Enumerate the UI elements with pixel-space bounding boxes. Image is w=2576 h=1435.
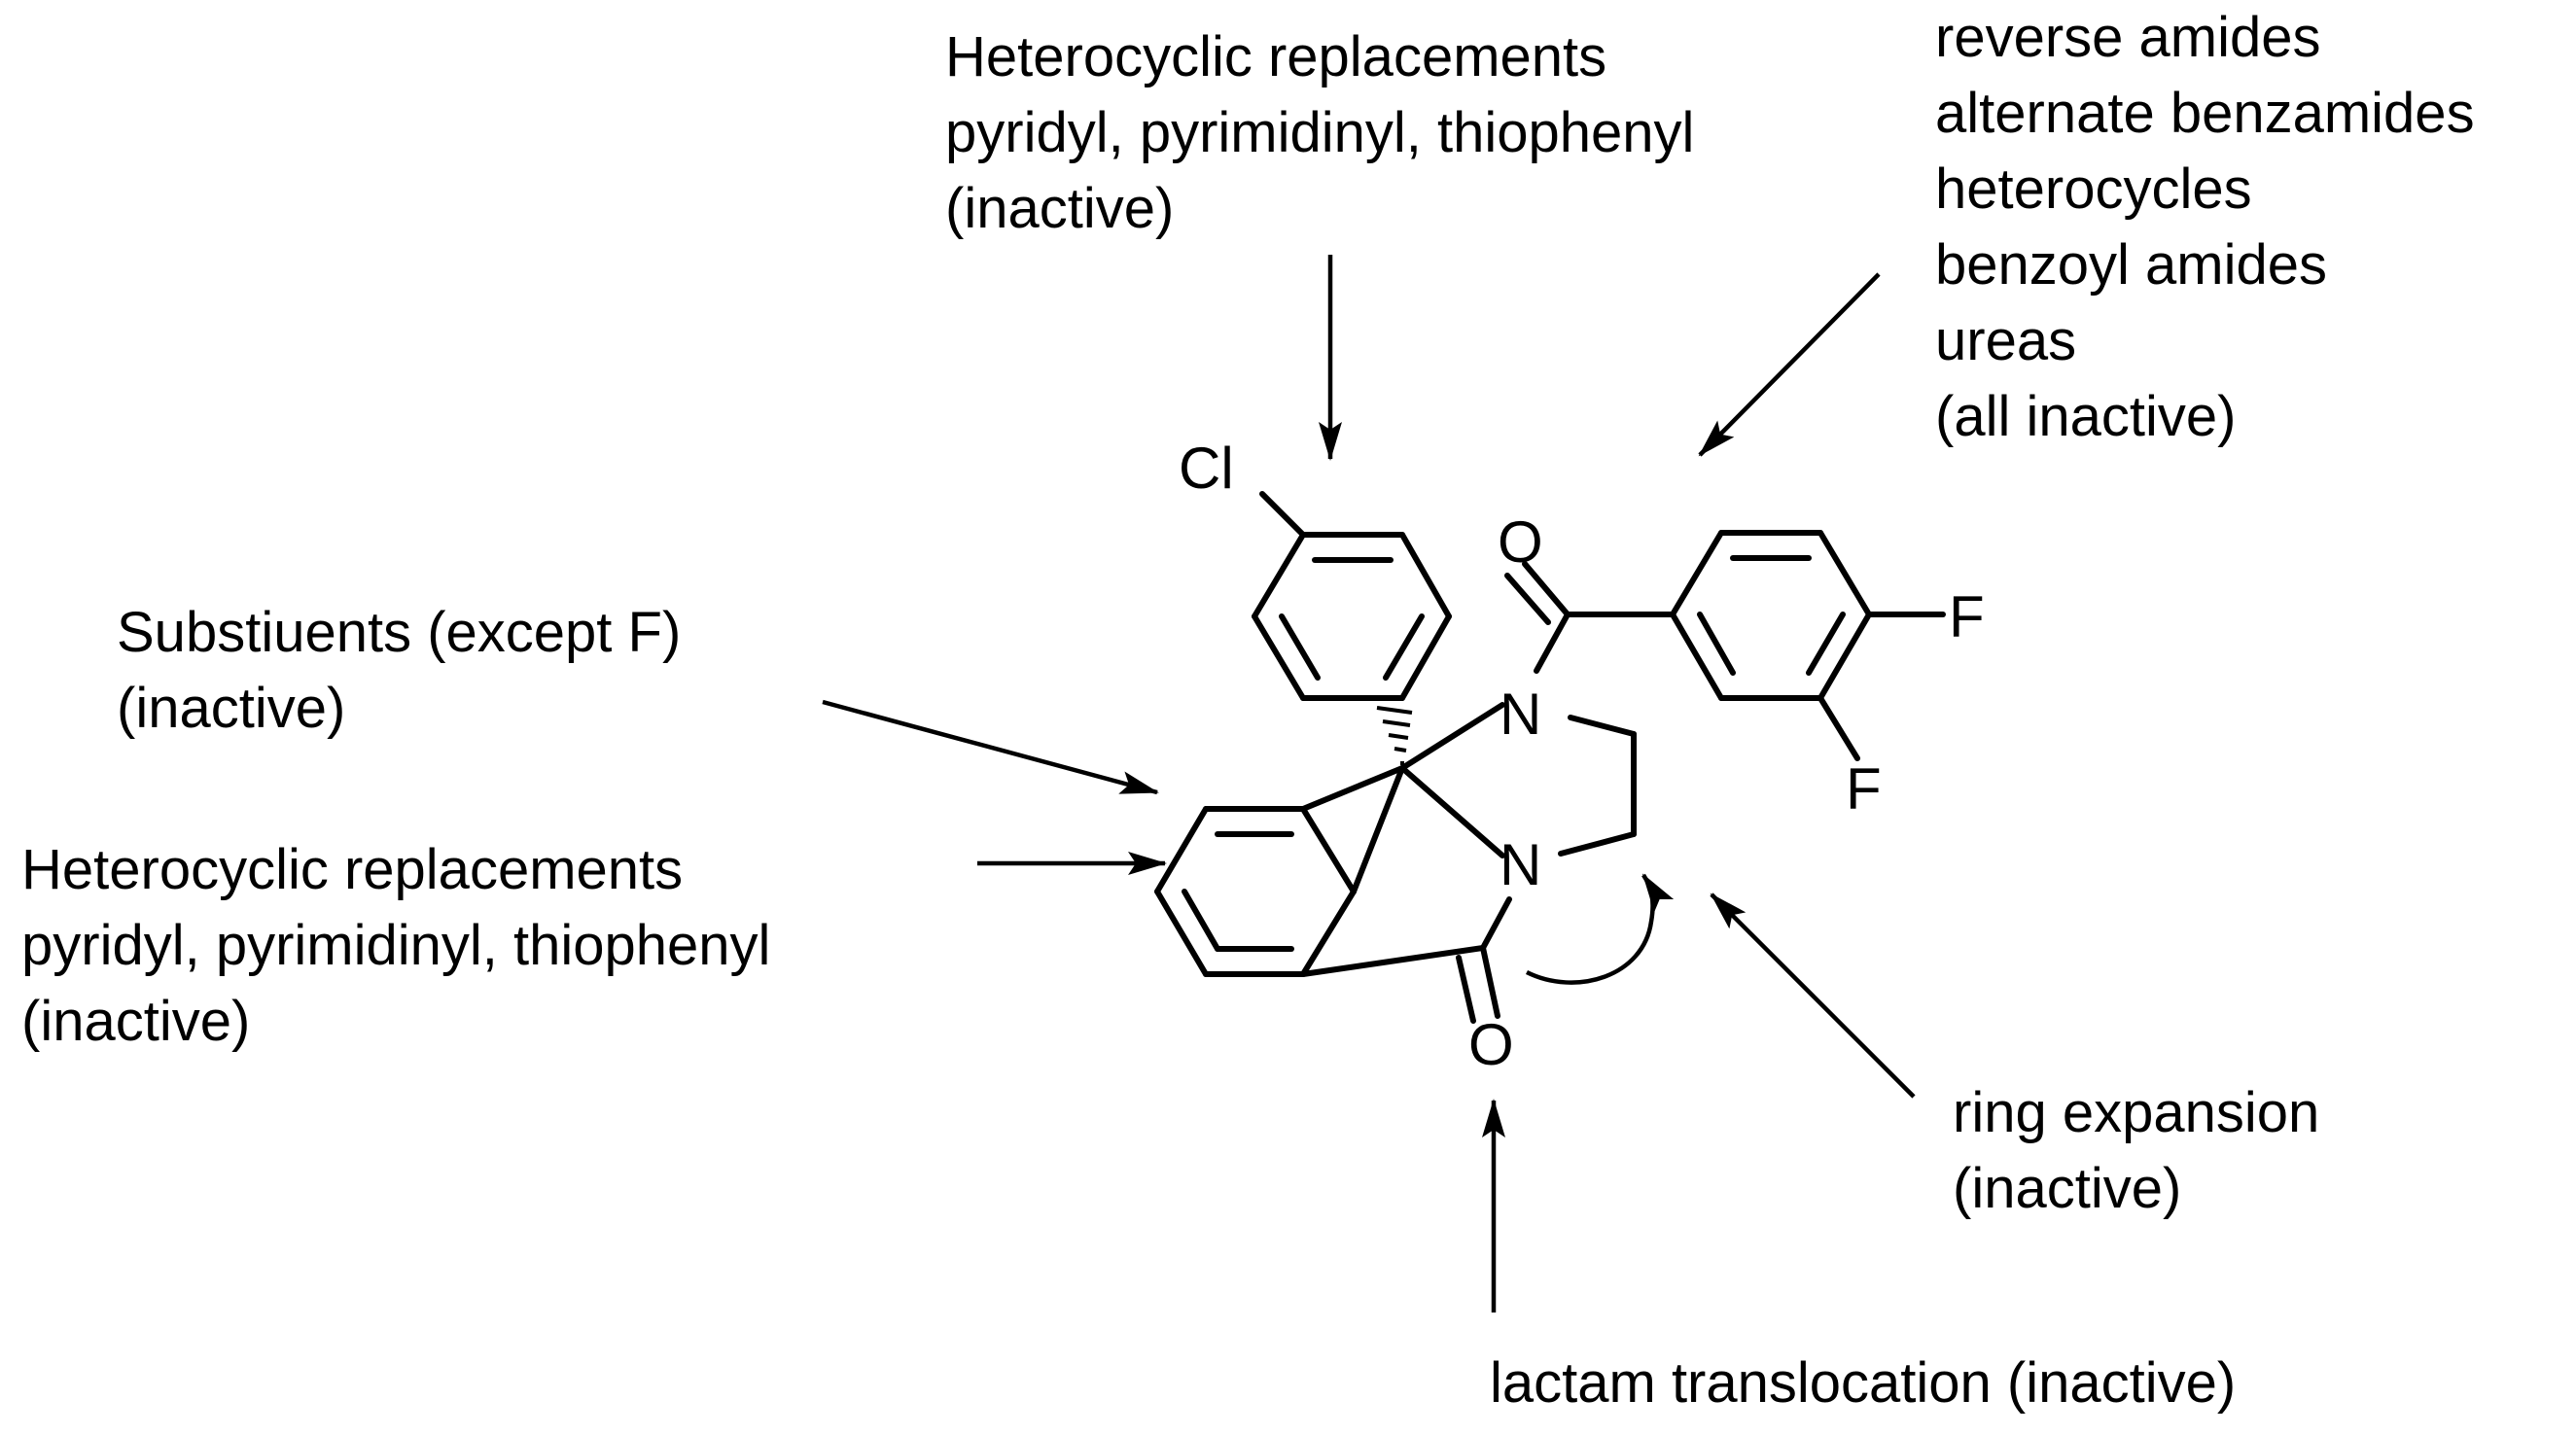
c-cl-bond [1259,491,1306,538]
annotation-line: Substiuents (except F) [117,601,682,664]
annotation-line: Heterocyclic replacements [21,838,684,901]
carbonyl-co-bond-2 [1504,573,1551,625]
lactam-n-label: N [1500,832,1541,897]
annotation-line: ring expansion [1953,1081,2320,1144]
annotation-line: (all inactive) [1935,385,2237,448]
arrow-top-right [1698,272,1881,457]
ring-expansion-curved-arrow [1525,873,1675,985]
annotation-top-center: Heterocyclic replacements pyridyl, pyrim… [945,19,1694,247]
carbonyl-o-label: O [1498,509,1543,575]
carbonyl-co-bond [1522,561,1570,617]
difluorophenyl-ring [1670,530,1872,701]
annotation-bottom: lactam translocation (inactive) [1490,1346,2236,1421]
annotation-line: pyridyl, pyrimidinyl, thiophenyl [945,101,1695,164]
annotation-line: lactam translocation (inactive) [1490,1351,2237,1415]
c-f-bond-meta [1817,695,1860,761]
annotation-line: (inactive) [117,677,346,740]
chlorophenyl-ring [1252,532,1452,701]
arrow-right-lower [1710,892,1916,1099]
annotation-line: ureas [1935,309,2077,372]
stereo-hashed-wedge [1376,706,1413,765]
annotation-line: benzoyl amides [1935,233,2327,297]
lactam-co-bond-2 [1456,955,1476,1024]
annotation-line: heterocycles [1935,158,2252,221]
annotation-line: Heterocyclic replacements [945,25,1607,88]
f-meta-label: F [1846,756,1882,822]
f-para-label: F [1949,584,1985,649]
benzo-ring [1154,806,1357,977]
annotation-line: alternate benzamides [1935,82,2475,145]
annotation-right-lower: ring expansion (inactive) [1953,1075,2319,1227]
imidazolidine-ring [1399,702,1637,857]
annotation-line: (inactive) [945,177,1175,240]
annotation-line: reverse amides [1935,6,2321,69]
annotation-left-lower: Heterocyclic replacements pyridyl, pyrim… [21,832,770,1060]
amide-n-label: N [1500,682,1541,747]
annotation-line: (inactive) [1953,1157,2182,1220]
annotation-line: (inactive) [21,990,251,1053]
lactam-co-bond [1480,945,1500,1019]
annotation-line: pyridyl, pyrimidinyl, thiophenyl [21,914,771,977]
annotation-top-right: reverse amides alternate benzamides hete… [1935,0,2475,455]
lactam-ring [1300,765,1512,977]
lactam-o-label: O [1468,1012,1514,1077]
annotation-left-upper: Substiuents (except F) (inactive) [117,595,681,747]
cl-atom-label: Cl [1179,436,1234,501]
n-carbonyl-bond [1534,612,1570,674]
arrow-left-upper [822,699,1159,795]
